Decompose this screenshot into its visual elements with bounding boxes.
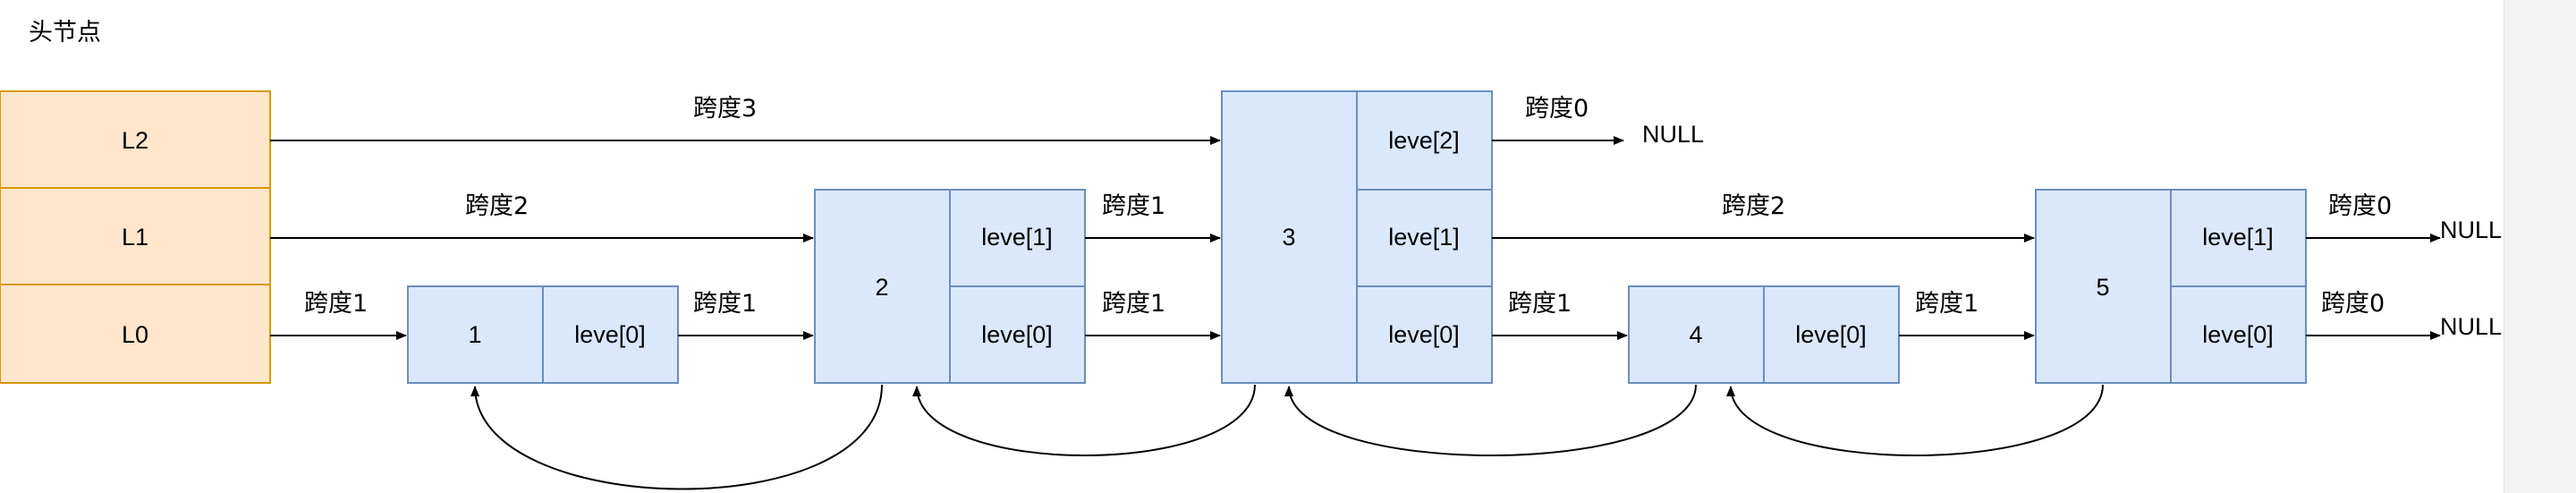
node-5-backward-arrow	[1726, 384, 2104, 456]
node-2-backward-arrow	[470, 384, 883, 490]
node-2-key-cell	[814, 189, 951, 384]
node-3-backward-arrow	[912, 384, 1256, 456]
head-level-1-label: L1	[122, 224, 148, 251]
head-level-2-label: L2	[122, 127, 148, 154]
head-level-0-label: L0	[122, 321, 148, 348]
span-label-node-3-l2: 跨度0	[1525, 95, 1589, 123]
node-3-key-cell	[1221, 90, 1358, 384]
span-label-node-2-l0: 跨度1	[1102, 290, 1165, 318]
skiplist-node-2: 2 leve[1] leve[0]	[814, 189, 1086, 384]
node-4-key-cell	[1628, 285, 1765, 384]
null-label-node-3-l2: NULL	[1642, 121, 1704, 148]
node-3-level-0-label: leve[0]	[1388, 321, 1460, 348]
null-label-node-5-l0: NULL	[2440, 313, 2502, 340]
node-3-level-2-label: leve[2]	[1388, 127, 1460, 154]
backward-pointers	[470, 384, 2104, 490]
span-label-node-4-l0: 跨度1	[1915, 290, 1979, 318]
node-2-level-1-label: leve[1]	[981, 224, 1053, 251]
span-label-node-3-l0: 跨度1	[1508, 290, 1572, 318]
span-label-head-l0: 跨度1	[304, 290, 368, 318]
node-1-key: 1	[468, 321, 481, 348]
null-labels: NULL NULL NULL	[1642, 121, 2502, 340]
skiplist-node-4: 4 leve[0]	[1628, 285, 1900, 384]
node-3-level-1-label: leve[1]	[1388, 224, 1460, 251]
head-node: L2 L1 L0	[0, 90, 271, 384]
span-label-node-3-l1: 跨度2	[1722, 192, 1785, 220]
head-level-2-cell	[0, 90, 271, 189]
node-4-backward-arrow	[1284, 384, 1697, 456]
node-2-level-0-label: leve[0]	[981, 321, 1053, 348]
skiplist-node-1: 1 leve[0]	[407, 285, 679, 384]
node-4-level-0-cell	[1763, 285, 1900, 384]
node-5-key: 5	[2096, 274, 2109, 301]
skiplist-diagram: 头节点 L2 L1 L0 1 leve[0] 2 leve[1] leve[0]…	[0, 19, 2502, 490]
node-4-level-0-label: leve[0]	[1795, 321, 1867, 348]
node-2-level-0-cell	[949, 285, 1086, 384]
vertical-scrollbar[interactable]	[2504, 0, 2576, 493]
forward-pointers	[270, 136, 2441, 340]
node-2-level-1-cell	[949, 189, 1086, 287]
head-level-0-cell	[0, 284, 271, 384]
diagram-title: 头节点	[29, 19, 101, 47]
skiplist-node-3: 3 leve[2] leve[1] leve[0]	[1221, 90, 1493, 384]
node-5-level-0-label: leve[0]	[2202, 321, 2274, 348]
null-label-node-5-l1: NULL	[2440, 217, 2502, 243]
span-label-head-l2: 跨度3	[693, 95, 757, 123]
span-label-node-1-l0: 跨度1	[693, 290, 757, 318]
span-label-node-5-l1: 跨度0	[2328, 192, 2392, 220]
span-label-node-5-l0: 跨度0	[2321, 290, 2385, 318]
span-labels: 跨度3 跨度2 跨度1 跨度1 跨度1 跨度1 跨度0 跨度2 跨度1 跨度1 …	[304, 95, 2392, 318]
node-3-level-0-cell	[1356, 285, 1493, 384]
node-5-key-cell	[2035, 189, 2172, 384]
skiplist-node-5: 5 leve[1] leve[0]	[2035, 189, 2307, 384]
node-1-key-cell	[407, 285, 544, 384]
node-3-key: 3	[1282, 224, 1295, 251]
node-2-key: 2	[875, 274, 888, 301]
head-level-1-cell	[0, 187, 271, 285]
node-5-level-1-label: leve[1]	[2202, 224, 2274, 251]
span-label-head-l1: 跨度2	[465, 192, 529, 220]
node-5-level-0-cell	[2170, 285, 2307, 384]
node-1-level-0-label: leve[0]	[574, 321, 646, 348]
node-4-key: 4	[1689, 321, 1702, 348]
span-label-node-2-l1: 跨度1	[1102, 192, 1165, 220]
node-3-level-2-cell	[1356, 90, 1493, 191]
node-1-level-0-cell	[542, 285, 679, 384]
